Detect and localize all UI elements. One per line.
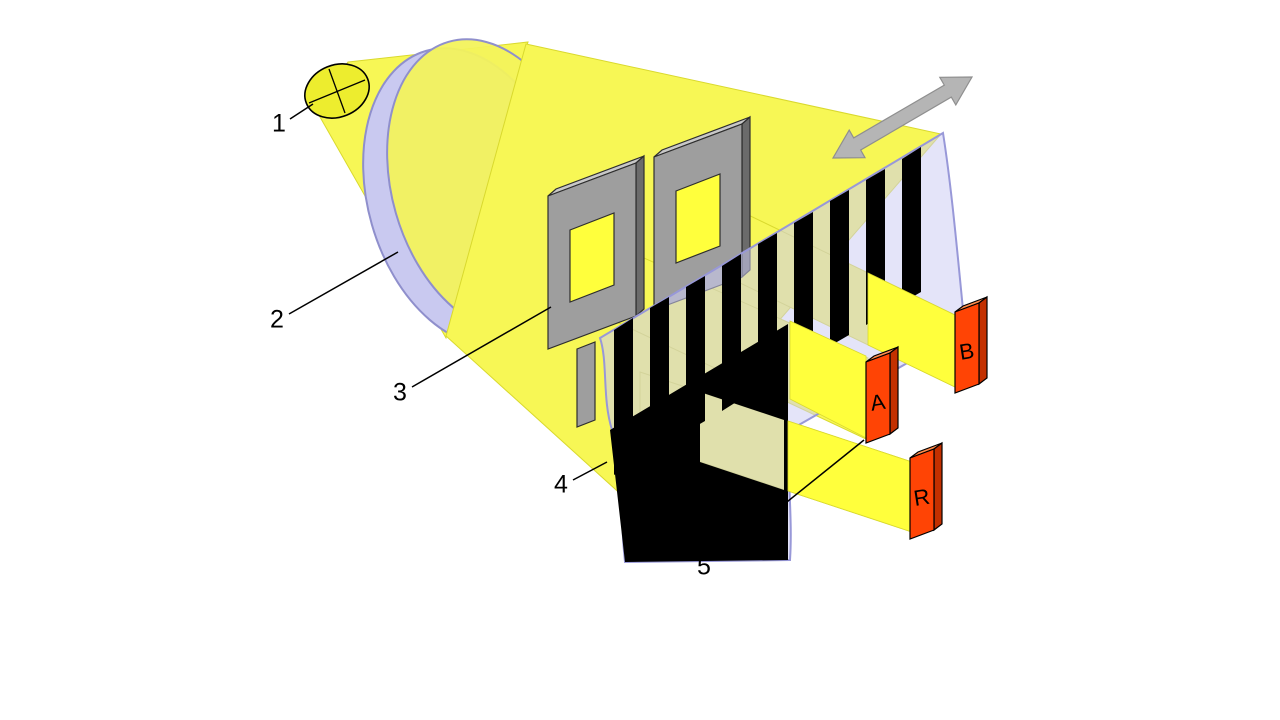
callout-4-label: 4 <box>554 471 568 499</box>
detector-a-label: A <box>869 389 888 416</box>
mask-left-window <box>569 212 615 303</box>
detector-b-label: B <box>958 338 976 365</box>
detector-b-front-face <box>954 302 980 394</box>
scale-stripe <box>830 190 849 346</box>
mask-left-side-face <box>635 154 645 318</box>
scale-stripe <box>902 147 921 303</box>
mask-lower-strip <box>576 341 596 428</box>
callout-1-label: 1 <box>272 110 286 138</box>
mask-reticle <box>547 115 751 428</box>
leader-line-5 <box>715 439 865 560</box>
detector-a-front-face <box>865 352 891 444</box>
detector-r: R <box>909 441 943 540</box>
detector-b: B <box>954 295 988 394</box>
light-source <box>304 63 370 119</box>
callout-3-label: 3 <box>393 379 407 407</box>
detector-r-front-face <box>909 448 935 540</box>
detector-a-side-face <box>889 345 899 436</box>
exit-beam-r <box>787 420 913 533</box>
mask-right-window <box>675 173 721 264</box>
detector-a: A <box>865 345 899 444</box>
leader-line-2 <box>288 251 399 315</box>
callout-2-label: 2 <box>270 306 284 334</box>
bulb-filament-line <box>328 68 346 114</box>
callout-5-label: 5 <box>697 553 711 581</box>
scale-black-zone <box>610 324 788 562</box>
detector-r-side-face <box>933 441 943 532</box>
detector-b-side-face <box>978 295 988 386</box>
leader-line-1 <box>289 103 314 120</box>
detector-r-label: R <box>912 484 932 511</box>
leader-line-3 <box>411 306 552 388</box>
motion-arrow-icon <box>831 76 974 159</box>
leader-line-4 <box>572 461 608 481</box>
